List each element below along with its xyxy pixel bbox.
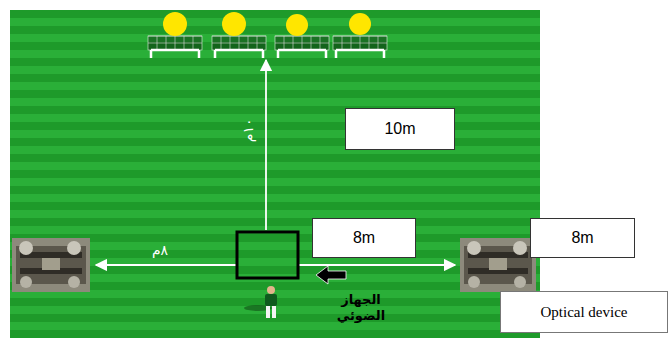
dimension-label: ١٠م — [240, 110, 257, 150]
box-text: Optical device — [540, 304, 627, 321]
box-text: 8m — [571, 229, 593, 247]
player-figure — [244, 286, 277, 318]
optical-device-left — [12, 238, 90, 292]
distance-arrows — [96, 60, 455, 265]
optical-device-right — [460, 238, 536, 292]
start-square — [237, 232, 298, 278]
box-text: 8m — [353, 229, 375, 247]
box-text: 10m — [384, 120, 415, 138]
goals — [148, 12, 387, 58]
grass-field — [10, 10, 540, 338]
dimension-label: ٨م — [140, 242, 180, 259]
label-box: 10m — [345, 108, 455, 150]
label-box: 8m — [312, 218, 416, 258]
pointer-arrow — [316, 266, 346, 284]
label-box: Optical device — [500, 291, 668, 333]
label-box: 8m — [530, 218, 635, 258]
dimension-label: الجهاز الضوئي — [330, 292, 392, 323]
